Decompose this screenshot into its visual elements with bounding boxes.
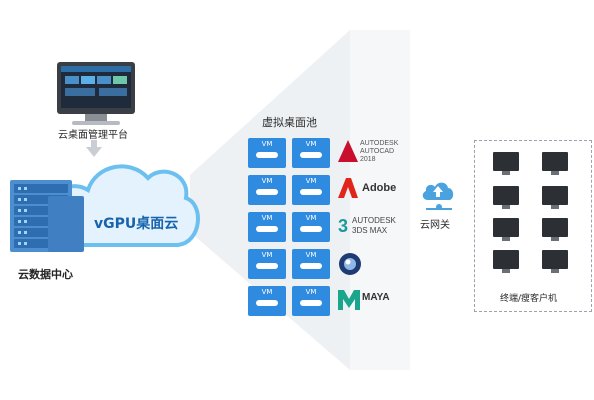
vm-card: VM [248, 175, 286, 205]
vm-label: VM [261, 288, 273, 296]
gateway-node [436, 204, 442, 210]
adobe-label: Adobe [362, 182, 397, 194]
vm-card: VM [292, 212, 330, 242]
terminal-monitor-icon [493, 152, 519, 175]
down-arrow-stem [91, 140, 97, 148]
vm-card: VM [248, 212, 286, 242]
terminal-monitor-icon [542, 218, 568, 241]
vm-card: VM [248, 286, 286, 316]
vm-card: VM [292, 249, 330, 279]
cinema4d-icon [338, 252, 362, 276]
autocad-icon [338, 140, 358, 162]
vm-badge [300, 226, 322, 232]
vm-label: VM [305, 140, 317, 148]
gateway-label: 云网关 [420, 220, 450, 231]
vm-badge [300, 300, 322, 306]
cloud-label: vGPU桌面云 [94, 216, 179, 232]
server-rack-secondary [48, 196, 84, 252]
monitor-stand [85, 114, 107, 122]
vm-badge [300, 189, 322, 195]
3dsmax-label: AUTODESK 3DS MAX [352, 216, 396, 235]
terminal-monitor-icon [542, 186, 568, 209]
terminals-box [474, 140, 592, 312]
vm-badge [256, 152, 278, 158]
vm-badge [256, 226, 278, 232]
maya-icon [338, 290, 360, 310]
vm-badge [256, 263, 278, 269]
management-monitor-icon [57, 62, 135, 114]
autocad-label: AUTODESK AUTOCAD 2018 [360, 140, 399, 163]
monitor-base [72, 121, 120, 125]
terminal-monitor-icon [493, 186, 519, 209]
terminal-monitor-icon [542, 152, 568, 175]
vm-label: VM [305, 177, 317, 185]
vm-badge [256, 189, 278, 195]
vm-card: VM [292, 175, 330, 205]
maya-label: MAYA [362, 292, 390, 303]
terminal-monitor-icon [542, 250, 568, 273]
vm-label: VM [261, 251, 273, 259]
vm-label: VM [261, 214, 273, 222]
vm-badge [300, 152, 322, 158]
vm-card: VM [292, 286, 330, 316]
management-platform-label: 云桌面管理平台 [58, 130, 128, 141]
datacenter-label: 云数据中心 [18, 268, 73, 281]
vm-label: VM [305, 214, 317, 222]
3dsmax-icon: 3 [338, 216, 349, 236]
vm-card: VM [248, 138, 286, 168]
terminal-monitor-icon [493, 250, 519, 273]
vm-label: VM [261, 140, 273, 148]
vm-badge [300, 263, 322, 269]
gateway-cloud-icon [420, 178, 456, 206]
desktop-pool-title: 虚拟桌面池 [262, 116, 317, 129]
vm-label: VM [305, 251, 317, 259]
vm-card: VM [248, 249, 286, 279]
vm-label: VM [261, 177, 273, 185]
vm-label: VM [305, 288, 317, 296]
vm-card: VM [292, 138, 330, 168]
vm-badge [256, 300, 278, 306]
down-arrow-icon [86, 147, 102, 157]
terminal-monitor-icon [493, 218, 519, 241]
terminals-label: 终端/瘦客户机 [500, 294, 558, 304]
adobe-icon [338, 178, 358, 198]
